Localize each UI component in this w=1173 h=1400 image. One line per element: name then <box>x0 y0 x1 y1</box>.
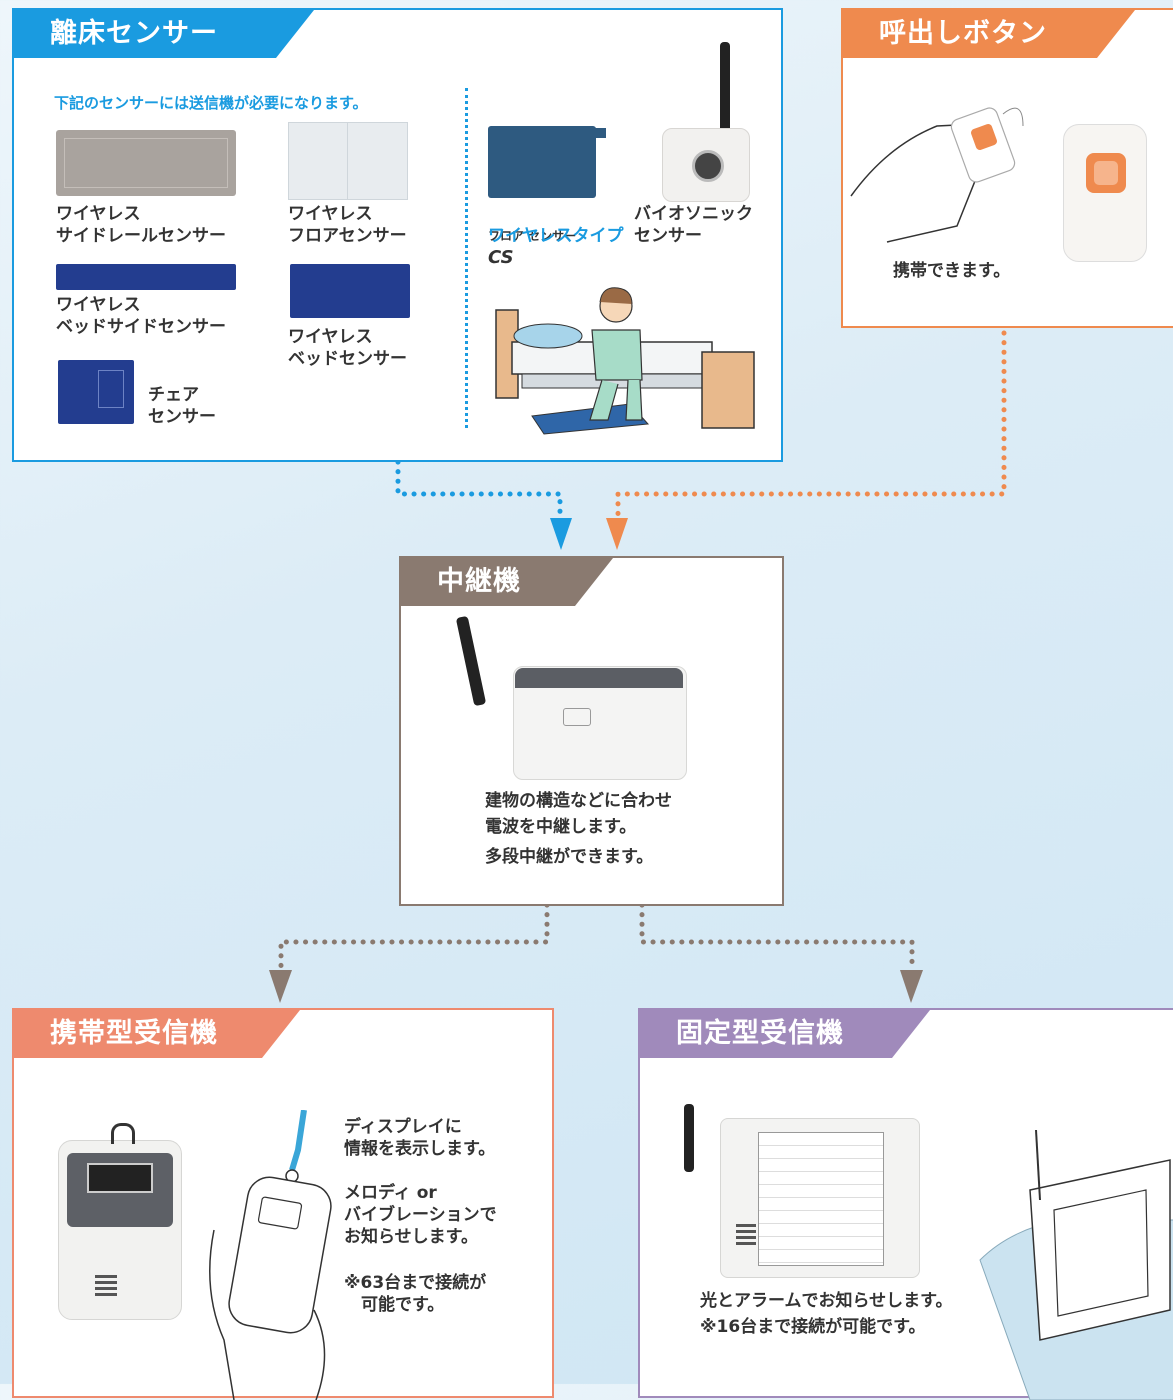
bedside-sensor-icon <box>56 264 236 290</box>
bionic-sensor-label: バイオソニック センサー <box>634 204 753 246</box>
bed-sensor-label: ワイヤレス ベッドセンサー <box>288 327 407 369</box>
side-rail-sensor-icon <box>56 130 236 196</box>
transmitter-note: 下記のセンサーには送信機が必要になります。 <box>54 94 368 112</box>
divider-dotted <box>465 88 468 428</box>
arrow-down-blue-icon <box>550 518 572 550</box>
floor-sensor-cs-label: フロア センサー CS <box>488 203 576 270</box>
hand-holding-receiver-illustration <box>209 1110 332 1400</box>
floor-sensor-cs-icon <box>488 126 606 198</box>
bed-with-patient-illustration <box>495 287 755 435</box>
fixed-receiver-title: 固定型受信機 <box>640 1010 930 1058</box>
relay-line-1: 建物の構造などに合わせ <box>485 791 672 811</box>
relay-panel: 中継機 建物の構造などに合わせ 電波を中継します。 多段中継ができます。 <box>399 556 784 906</box>
floor-sensor-label: ワイヤレス フロアセンサー <box>288 204 407 246</box>
arrow-down-gray-icon <box>900 970 923 1003</box>
relay-title: 中継機 <box>401 558 613 606</box>
hand-with-call-button-illustration <box>850 107 1024 243</box>
call-connector-line <box>615 330 1007 519</box>
arrow-down-gray-icon <box>269 970 292 1003</box>
floor-sensor-cs-text: フロア センサー <box>488 229 577 243</box>
bed-sensor-icon <box>290 264 410 318</box>
portable-receiver-panel: 携帯型受信機 ディスプレイに 情報を表示します。 メロディ or バイブレーショ… <box>12 1008 554 1400</box>
chair-sensor-icon <box>58 360 134 424</box>
bed-exit-sensor-panel: 離床センサー 下記のセンサーには送信機が必要になります。 ワイヤレス サイドレー… <box>12 8 783 462</box>
bionic-sensor-icon <box>662 42 752 202</box>
floor-sensor-icon <box>288 122 408 200</box>
portable-receiver-title: 携帯型受信機 <box>14 1010 300 1058</box>
fixed-receiver-device-icon <box>680 1104 920 1278</box>
relay-device-icon <box>455 615 691 780</box>
sensor-connector-line <box>395 459 563 519</box>
chair-sensor-label: チェア センサー <box>148 385 216 427</box>
portable-text-melody: メロディ or バイブレーションで お知らせします。 <box>344 1183 497 1247</box>
call-button-panel: 呼出しボタン 携帯できます。 <box>841 8 1173 328</box>
arrow-down-orange-icon <box>606 518 628 550</box>
call-button-caption: 携帯できます。 <box>893 261 1011 281</box>
fixed-line-2: ※16台まで接続が可能です。 <box>700 1317 926 1337</box>
bedside-sensor-label: ワイヤレス ベッドサイドセンサー <box>56 295 226 337</box>
bed-exit-sensor-title: 離床センサー <box>14 10 314 58</box>
relay-line-2: 電波を中継します。 <box>485 817 637 837</box>
floor-sensor-cs-mark: CS <box>488 247 514 268</box>
relay-line-3: 多段中継ができます。 <box>485 847 654 867</box>
fixed-receiver-on-desk-illustration <box>979 1129 1173 1400</box>
relay-right-connector-line <box>639 902 915 969</box>
fixed-line-1: 光とアラームでお知らせします。 <box>700 1291 953 1311</box>
fixed-receiver-panel: 固定型受信機 光とアラームでお知らせします。 ※16台まで接続が可能です。 <box>638 1008 1173 1400</box>
floor-sensor-cs-sublabel: ワイヤレスタイプ <box>488 226 624 246</box>
call-button-device-icon <box>1063 124 1147 262</box>
portable-receiver-device-icon <box>58 1123 182 1320</box>
portable-text-capacity: ※63台まで接続が 可能です。 <box>344 1273 487 1315</box>
relay-left-connector-line <box>278 902 550 969</box>
call-button-title: 呼出しボタン <box>843 10 1135 58</box>
portable-text-display: ディスプレイに 情報を表示します。 <box>344 1117 496 1159</box>
side-rail-sensor-label: ワイヤレス サイドレールセンサー <box>56 204 226 246</box>
